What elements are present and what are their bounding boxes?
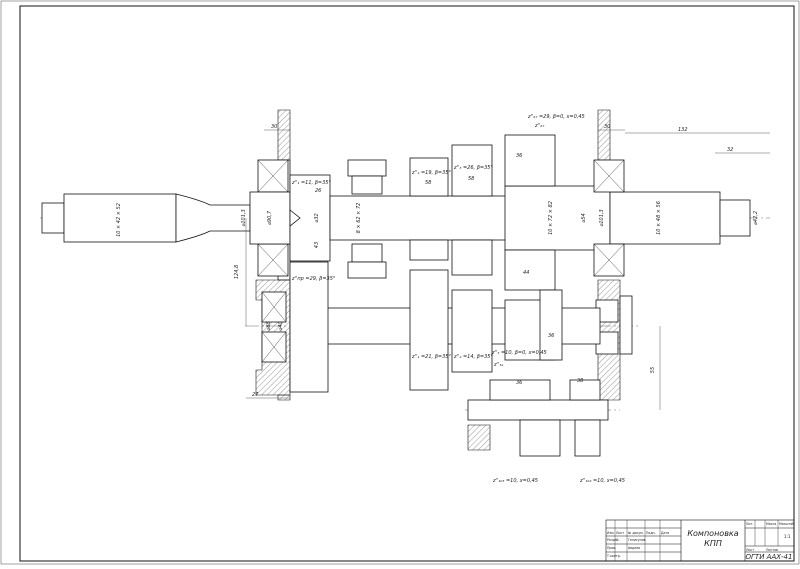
gear-label-z1: z''₁ =11, β=35°: [291, 180, 331, 186]
tb-list: Лист: [616, 531, 624, 535]
dim-26: 26: [315, 188, 321, 194]
gear-label-low2: z''₁₀₄ =10, x=0,45: [579, 478, 625, 484]
gear-label-pr2: z''₁ =21, β=35°: [411, 354, 451, 360]
dim-44: 44: [523, 270, 529, 276]
tb-scale-col: Масштаб: [779, 522, 794, 526]
dim-38: 38: [577, 378, 583, 384]
tb-tkontr: Т.контр.: [606, 554, 621, 558]
tb-sheets: Листов: [766, 548, 778, 552]
dimensions: 30 30 132 32 124,8 27 55 26 36 36 36 38 …: [234, 124, 770, 410]
tb-title-2: КПП: [704, 539, 722, 548]
dia-101-label: ⌀101,3: [241, 209, 247, 226]
countershaft: ⌀88 ⌀40: [266, 261, 601, 393]
gear-label-pr5: z''₃ₑ: [493, 362, 503, 368]
dia-42-label: ⌀42,2: [753, 211, 759, 225]
dia-90-label: ⌀90,7: [267, 210, 273, 225]
tb-sheet: Лист: [746, 548, 754, 552]
gear-label-low1: z''₁₀₃ =10, x=0,45: [492, 478, 538, 484]
dim-124-8: 124,8: [234, 265, 240, 279]
input-spline-label: 10 × 42 × 52: [116, 203, 122, 237]
gear-callouts: z''₆₇ =29, β=0, x=0,45 z''₆₇ z''₁ =11, β…: [291, 114, 625, 484]
main-shaft-gears: [409, 134, 556, 291]
input-shaft: 10 × 42 × 52 ⌀101,3 ⌀90,7: [41, 174, 331, 262]
tb-razrab-name: Гелисунов: [628, 538, 646, 542]
gear-label-pr3: z''₂ =14, β=35°: [453, 354, 493, 360]
dim-43-label: 43: [314, 242, 320, 248]
input-bearing: [257, 159, 289, 277]
mid-spline-1-label: 8 × 62 × 72: [356, 203, 362, 234]
gear-label-top-small: z''₆₇: [534, 123, 544, 129]
dim-32: 32: [727, 147, 733, 153]
tb-code: ОГТИ ААХ-41: [746, 553, 793, 561]
dim-58-b: 58: [468, 176, 474, 182]
dia-32-label: ⌀32: [314, 213, 320, 222]
dim-36-mid: 36: [548, 333, 554, 339]
dim-132: 132: [678, 127, 688, 133]
dim-27: 27: [252, 392, 259, 398]
tb-prov: Пров.: [607, 546, 616, 550]
synchronizer: [347, 159, 387, 279]
right-housing-wall: [593, 109, 633, 401]
tb-sign: Подп.: [646, 531, 656, 535]
dim-55: 55: [650, 367, 656, 373]
dim-58-a: 58: [425, 180, 431, 186]
dia-88-label: ⌀88: [266, 321, 272, 330]
tb-date: Дата: [661, 531, 669, 535]
main-shaft: ⌀32 43 8 × 62 × 72 10 × 72 × 82 ⌀54 ⌀101…: [314, 185, 759, 251]
dim-36-low: 36: [516, 380, 522, 386]
dim-36-top: 36: [516, 153, 522, 159]
mid-spline-2-label: 10 × 72 × 82: [548, 201, 554, 235]
tb-title-1: Компоновка: [687, 529, 738, 538]
tb-scale: 1:1: [784, 534, 791, 539]
dia-40-label: ⌀40: [278, 321, 284, 330]
title-block: № докум. Изм. Лист Подп. Дата Разраб. Ге…: [605, 519, 795, 562]
gear-label-top: z''₆₇ =29, β=0, x=0,45: [527, 114, 585, 120]
countershaft-left-bearing: [261, 291, 287, 363]
dim-left-30: 30: [271, 124, 277, 130]
tb-prov-name: Авдеев: [628, 546, 640, 550]
output-spline-label: 10 × 48 × 56: [656, 201, 662, 235]
gear-label-pr1: z''пр =29, β=35°: [291, 276, 336, 282]
dim-right-30: 30: [604, 124, 610, 130]
gear-label-z2: z''₂ =19, β=35°: [411, 170, 451, 176]
tb-izm: Изм.: [607, 531, 615, 535]
tb-lit: Лит.: [746, 522, 753, 526]
tb-razrab: Разраб.: [607, 538, 620, 542]
gear-label-z3: z''₃ =26, β=35°: [453, 165, 493, 171]
tb-mass: Масса: [766, 522, 776, 526]
drawing-frame: [19, 5, 795, 562]
gear-label-pr4: z''₃ =10, β=0, x=0,45: [491, 350, 547, 356]
dia-54-label: ⌀54: [581, 213, 587, 222]
reverse-shaft: [467, 379, 609, 457]
tb-ndoc: № докум.: [628, 531, 644, 535]
dia-101-right-label: ⌀101,3: [599, 209, 605, 226]
